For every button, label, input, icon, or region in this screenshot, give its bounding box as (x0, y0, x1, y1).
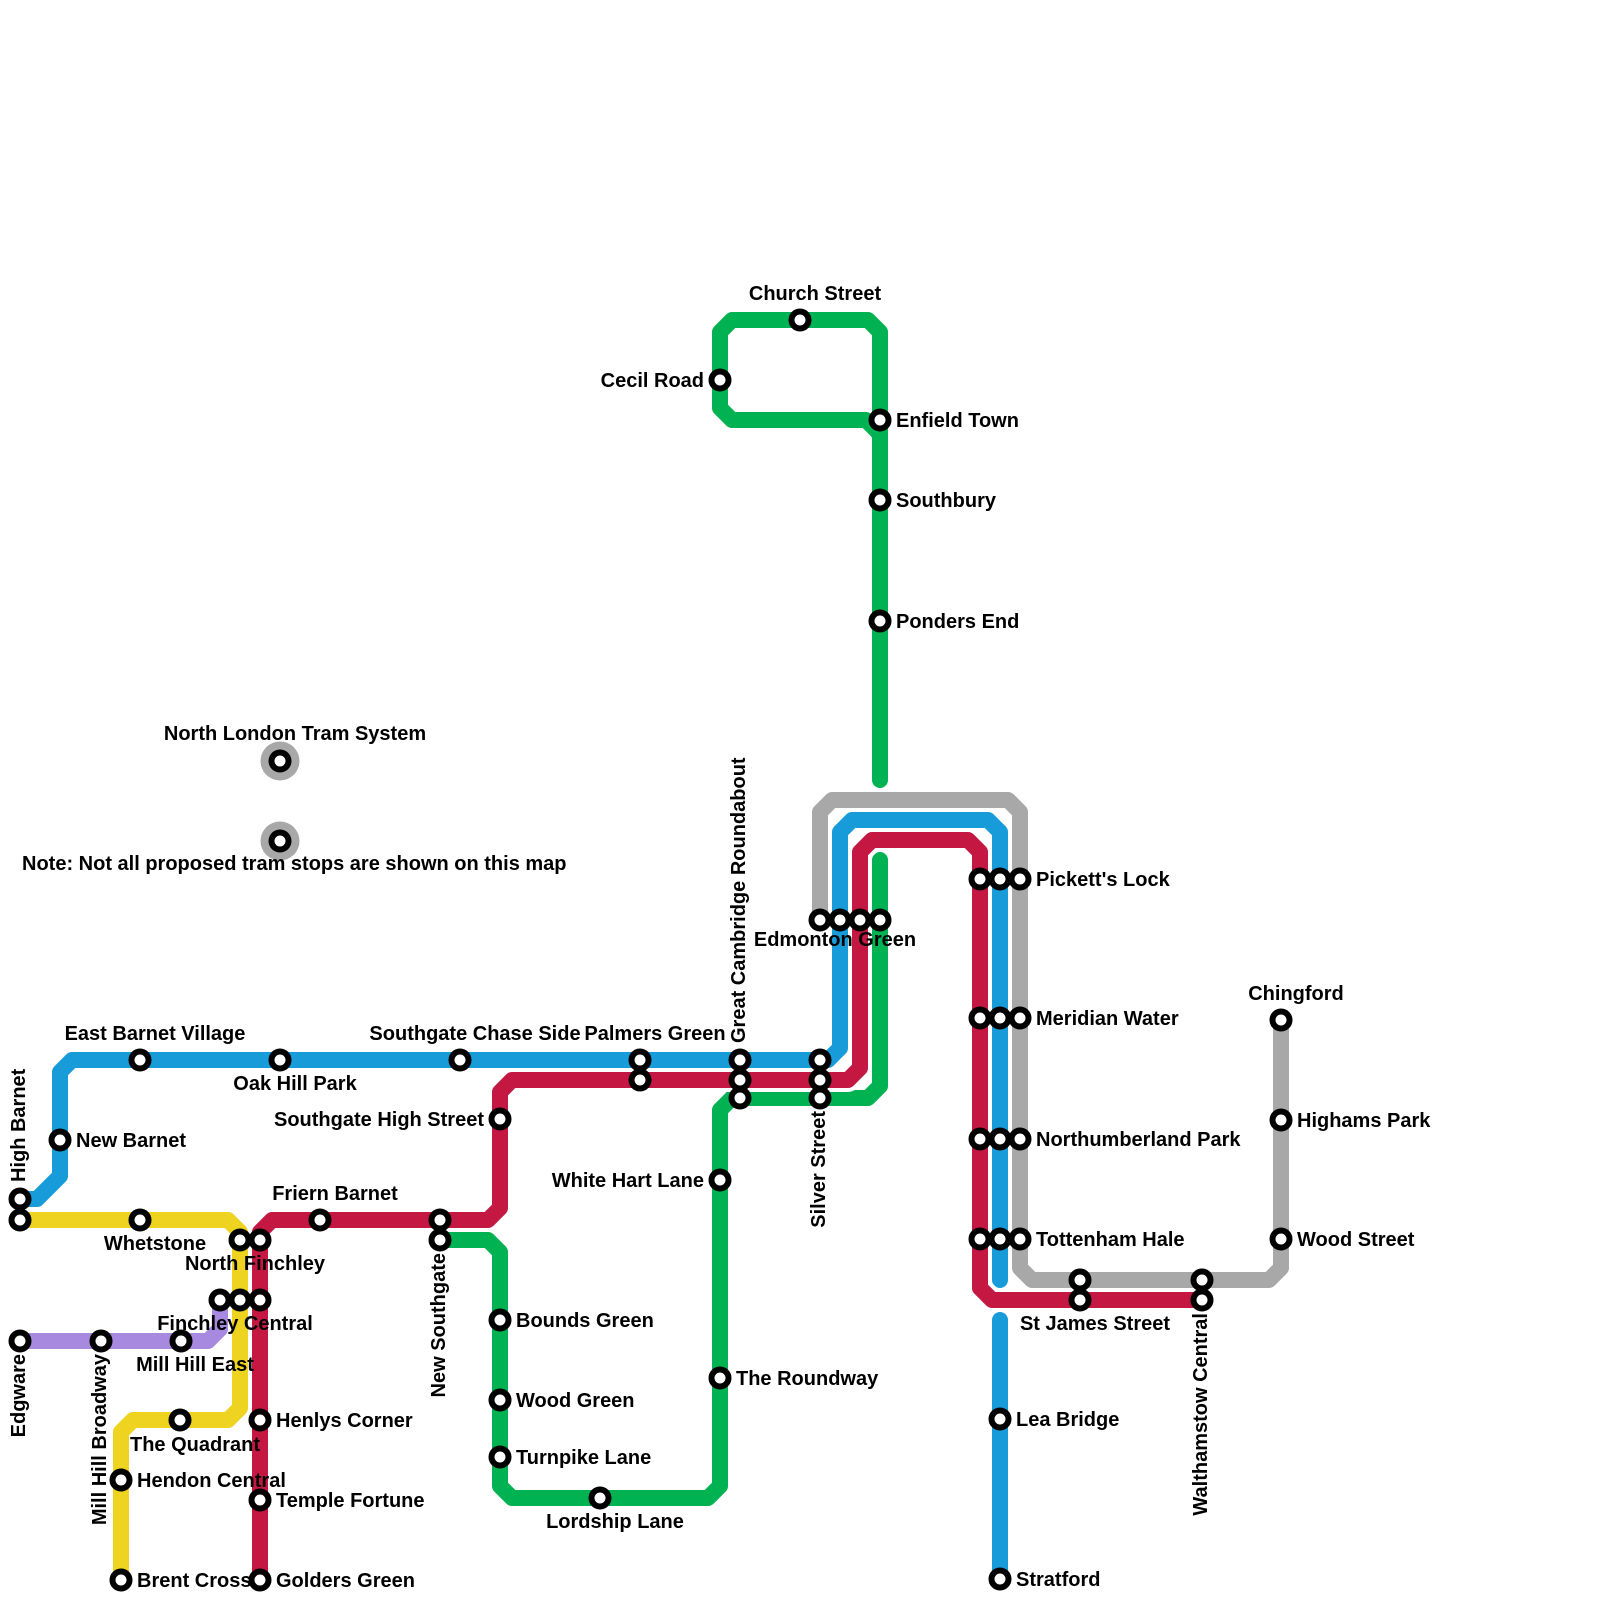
svg-text:Finchley Central: Finchley Central (157, 1313, 313, 1335)
svg-text:The Quadrant: The Quadrant (130, 1434, 260, 1456)
svg-text:Lea Bridge: Lea Bridge (1016, 1409, 1119, 1431)
svg-text:Chingford: Chingford (1248, 983, 1344, 1005)
svg-text:Ponders End: Ponders End (896, 611, 1019, 633)
svg-text:Note: Not all proposed tram st: Note: Not all proposed tram stops are sh… (22, 853, 567, 875)
svg-text:Church Street: Church Street (749, 283, 882, 305)
svg-text:Tottenham Hale: Tottenham Hale (1036, 1229, 1185, 1251)
svg-text:Highams Park: Highams Park (1297, 1110, 1431, 1132)
svg-text:Friern Barnet: Friern Barnet (272, 1183, 398, 1205)
svg-text:North London Tram System: North London Tram System (164, 723, 426, 745)
svg-text:North Finchley: North Finchley (185, 1253, 326, 1275)
svg-text:Southbury: Southbury (896, 490, 997, 512)
svg-text:White Hart Lane: White Hart Lane (552, 1170, 704, 1192)
svg-text:St James Street: St James Street (1020, 1313, 1170, 1335)
svg-text:Stratford: Stratford (1016, 1569, 1100, 1591)
svg-text:Wood Street: Wood Street (1297, 1229, 1415, 1251)
svg-text:Turnpike Lane: Turnpike Lane (516, 1447, 651, 1469)
svg-text:The Roundway: The Roundway (736, 1368, 879, 1390)
svg-text:Enfield Town: Enfield Town (896, 410, 1019, 432)
svg-text:Silver Street: Silver Street (808, 1111, 830, 1228)
svg-text:Cecil Road: Cecil Road (601, 370, 704, 392)
svg-text:Wood Green: Wood Green (516, 1390, 635, 1412)
svg-text:Lordship Lane: Lordship Lane (546, 1511, 684, 1533)
svg-text:Great Cambridge Roundabout: Great Cambridge Roundabout (728, 757, 750, 1043)
svg-text:Bounds Green: Bounds Green (516, 1310, 654, 1332)
svg-text:High Barnet: High Barnet (8, 1068, 30, 1182)
svg-text:Southgate Chase Side: Southgate Chase Side (369, 1023, 580, 1045)
svg-text:Mill Hill East: Mill Hill East (136, 1354, 254, 1376)
svg-text:Edgware: Edgware (8, 1354, 30, 1437)
svg-text:Palmers Green: Palmers Green (584, 1023, 725, 1045)
svg-text:Meridian Water: Meridian Water (1036, 1008, 1179, 1030)
svg-text:Hendon Central: Hendon Central (137, 1470, 286, 1492)
svg-text:Temple Fortune: Temple Fortune (276, 1490, 425, 1512)
svg-text:Brent Cross: Brent Cross (137, 1570, 251, 1592)
svg-text:Southgate High Street: Southgate High Street (274, 1109, 484, 1131)
svg-text:Pickett's Lock: Pickett's Lock (1036, 869, 1171, 891)
svg-text:Golders Green: Golders Green (276, 1570, 415, 1592)
svg-text:New Southgate: New Southgate (428, 1253, 450, 1397)
svg-text:Henlys Corner: Henlys Corner (276, 1410, 413, 1432)
svg-text:East Barnet Village: East Barnet Village (65, 1023, 246, 1045)
svg-text:Northumberland Park: Northumberland Park (1036, 1129, 1241, 1151)
svg-text:Oak Hill Park: Oak Hill Park (233, 1073, 357, 1095)
svg-text:Edmonton Green: Edmonton Green (754, 929, 916, 951)
svg-text:Walthamstow Central: Walthamstow Central (1190, 1313, 1212, 1516)
svg-text:Whetstone: Whetstone (104, 1233, 206, 1255)
svg-text:Mill Hill Broadway: Mill Hill Broadway (89, 1353, 111, 1525)
svg-text:New Barnet: New Barnet (76, 1130, 186, 1152)
